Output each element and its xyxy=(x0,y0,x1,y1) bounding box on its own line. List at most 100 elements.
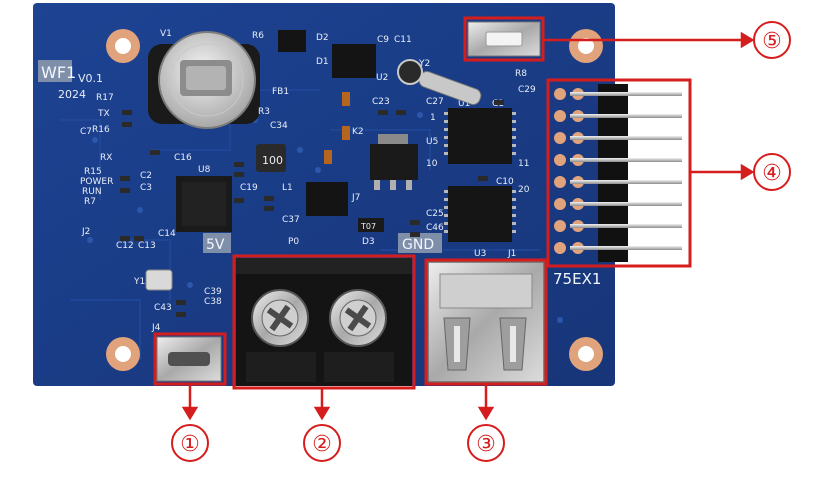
mounting-hole-bottom-left xyxy=(106,337,140,371)
callout-marker-1: ① xyxy=(171,424,209,462)
silk-c29: C29 xyxy=(518,85,536,95)
silk-u3: U3 xyxy=(474,249,486,259)
silk-r6: R6 xyxy=(252,31,264,41)
silk-fb1: FB1 xyxy=(272,87,289,97)
silk-pin1: 1 xyxy=(430,113,436,123)
callout-number-1: ① xyxy=(180,432,200,457)
transistor-t07: T07 xyxy=(358,218,384,232)
silk-c11: C11 xyxy=(394,35,412,45)
micro-usb-port xyxy=(156,336,222,382)
silk-d2: D2 xyxy=(316,33,329,43)
board-name-label: WF1 xyxy=(41,63,76,82)
power-5v-label: 5V xyxy=(206,237,225,253)
board-model-label: 75EX1 xyxy=(553,270,601,288)
silk-r8: R8 xyxy=(515,69,527,79)
smd-components xyxy=(120,92,504,317)
silk-y2: Y2 xyxy=(418,59,430,69)
silk-pin10: 10 xyxy=(426,159,438,169)
silk-rx: RX xyxy=(100,153,112,163)
silk-c19: C19 xyxy=(240,183,258,193)
silk-l1: L1 xyxy=(282,183,293,193)
silk-c46: C46 xyxy=(426,223,444,233)
silk-c43: C43 xyxy=(154,303,172,313)
pin-row xyxy=(554,88,682,254)
ic-u2 xyxy=(332,44,376,78)
silk-r17: R17 xyxy=(96,93,114,103)
silk-u1: U1 xyxy=(458,99,470,109)
silk-d3: D3 xyxy=(362,237,375,247)
silk-c38: C38 xyxy=(204,297,222,307)
ic-small-top xyxy=(278,30,306,52)
silk-d1: D1 xyxy=(316,57,329,67)
ic-u1 xyxy=(444,108,516,164)
silk-pin20: 20 xyxy=(518,185,530,195)
push-button xyxy=(467,21,541,57)
screw-left xyxy=(251,289,309,347)
silk-c9: C9 xyxy=(377,35,389,45)
silk-c34: C34 xyxy=(270,121,288,131)
gnd-label: GND xyxy=(402,237,434,253)
usb-a-port xyxy=(427,261,545,383)
silk-v1: V1 xyxy=(160,29,172,39)
silk-r7: R7 xyxy=(84,197,96,207)
crystal-y1 xyxy=(145,269,173,291)
silk-c37: C37 xyxy=(282,215,300,225)
voltage-regulator-u5 xyxy=(370,134,418,190)
inductor-100: 100 xyxy=(256,144,286,172)
silk-c23: C23 xyxy=(372,97,390,107)
mounting-hole-bottom-right xyxy=(569,337,603,371)
silk-power: POWER xyxy=(80,177,113,187)
pin-header xyxy=(554,84,682,262)
board-year-label: 2024 xyxy=(58,88,86,101)
callout-number-4: ④ xyxy=(762,161,782,186)
silk-pin11: 11 xyxy=(518,159,529,169)
silk-c10: C10 xyxy=(496,177,514,187)
silk-c2: C2 xyxy=(140,171,152,181)
ic-j7 xyxy=(306,182,348,216)
silk-c14: C14 xyxy=(158,229,176,239)
silk-j4: J4 xyxy=(151,323,161,333)
silk-c3: C3 xyxy=(140,183,152,193)
ic-u3 xyxy=(444,186,516,242)
callout-number-5: ⑤ xyxy=(762,29,782,54)
silk-c7: C7 xyxy=(80,127,92,137)
callout-marker-2: ② xyxy=(303,424,341,462)
silk-r15: R15 xyxy=(84,167,102,177)
silk-j2: J2 xyxy=(81,227,90,237)
silk-j1: J1 xyxy=(507,249,516,259)
callout-marker-3: ③ xyxy=(467,424,505,462)
callout-box-2 xyxy=(232,254,416,390)
callout-boxes xyxy=(153,16,692,390)
silk-run: RUN xyxy=(82,187,102,197)
inductor-code-label: 100 xyxy=(262,154,283,167)
silk-c27: C27 xyxy=(426,97,444,107)
ic-u8-mcu xyxy=(176,176,232,232)
silk-c12: C12 xyxy=(116,241,134,251)
silk-r3: R3 xyxy=(258,107,270,117)
callout-marker-4: ④ xyxy=(753,153,791,191)
silk-c39: C39 xyxy=(204,287,222,297)
silk-r16: R16 xyxy=(92,125,110,135)
callout-marker-5: ⑤ xyxy=(753,21,791,59)
silk-u2: U2 xyxy=(376,73,388,83)
callout-arrows xyxy=(181,31,755,421)
silk-u8: U8 xyxy=(198,165,211,175)
transistor-code-label: T07 xyxy=(360,222,376,231)
silk-c13: C13 xyxy=(138,241,156,251)
callout-number-2: ② xyxy=(312,432,332,457)
coin-cell-battery-holder xyxy=(148,31,260,129)
silk-u5: U5 xyxy=(426,137,438,147)
callout-number-3: ③ xyxy=(476,432,496,457)
silk-tx: TX xyxy=(97,109,110,119)
silk-j7: J7 xyxy=(351,193,360,203)
screw-right xyxy=(329,289,387,347)
power-screw-terminal xyxy=(236,258,412,386)
board-version-label: V0.1 xyxy=(78,72,103,85)
silk-k2: K2 xyxy=(352,127,364,137)
electrolytic-cap xyxy=(397,59,423,85)
silk-p0: P0 xyxy=(288,237,299,247)
mounting-hole-top-right xyxy=(569,29,603,63)
silk-c25: C25 xyxy=(426,209,444,219)
silk-y1: Y1 xyxy=(133,277,145,287)
